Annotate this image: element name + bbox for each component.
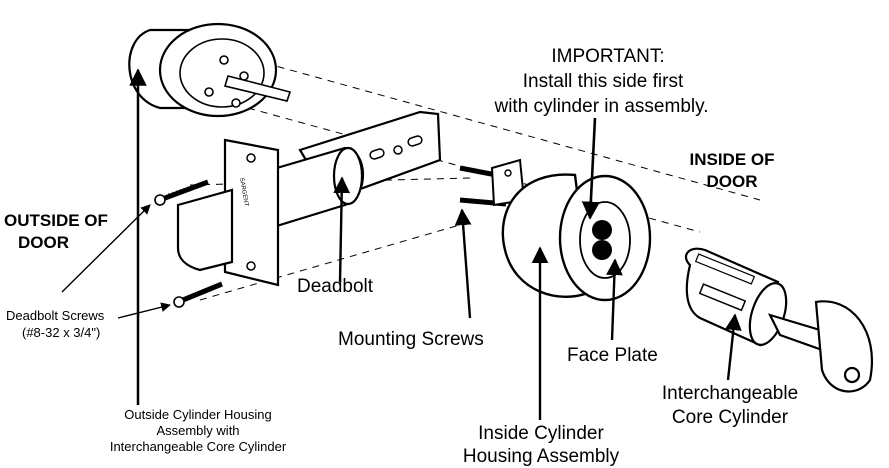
inside-of-door-line-2: DOOR: [706, 172, 758, 191]
plate-brand-text: SARGENT: [238, 177, 249, 207]
ic-core-label-2: Core Cylinder: [671, 407, 789, 428]
outside-housing-label-1: Outside Cylinder Housing: [124, 407, 272, 422]
inside-cylinder-housing: [501, 173, 652, 302]
mounting-screws-label: Mounting Screws: [338, 329, 484, 350]
deadbolt-assembly: SARGENT: [176, 110, 442, 287]
key: [767, 300, 873, 393]
inside-of-door-line-1: INSIDE OF: [689, 150, 775, 169]
inside-cylinder-label-2: Housing Assembly: [462, 446, 620, 467]
inside-cylinder-label-1: Inside Cylinder: [478, 423, 604, 444]
important-line-2: with cylinder in assembly.: [494, 96, 709, 117]
deadbolt-label: Deadbolt: [297, 276, 374, 297]
outside-of-door-line-2: DOOR: [18, 233, 69, 252]
deadbolt-screw-top: [154, 179, 209, 206]
ic-core-cylinder: [684, 247, 788, 347]
important-title: IMPORTANT:: [551, 46, 665, 67]
outside-cylinder-housing: [128, 22, 292, 118]
outside-housing-label-2: Assembly with: [156, 423, 240, 438]
outside-of-door-line-1: OUTSIDE OF: [4, 211, 108, 230]
outside-housing-label-3: Interchangeable Core Cylinder: [109, 439, 287, 454]
lock-exploded-diagram: SARGENT: [61, 22, 873, 420]
face-plate-label: Face Plate: [567, 345, 658, 366]
label-pointers: [61, 117, 742, 420]
deadbolt-screws-label-2: (#8-32 x 3/4"): [22, 325, 101, 340]
important-line-1: Install this side first: [522, 71, 684, 92]
ic-core-label-1: Interchangeable: [661, 383, 799, 404]
deadbolt-screws-label-1: Deadbolt Screws: [6, 308, 105, 323]
deadbolt-screw-bottom: [173, 281, 223, 308]
